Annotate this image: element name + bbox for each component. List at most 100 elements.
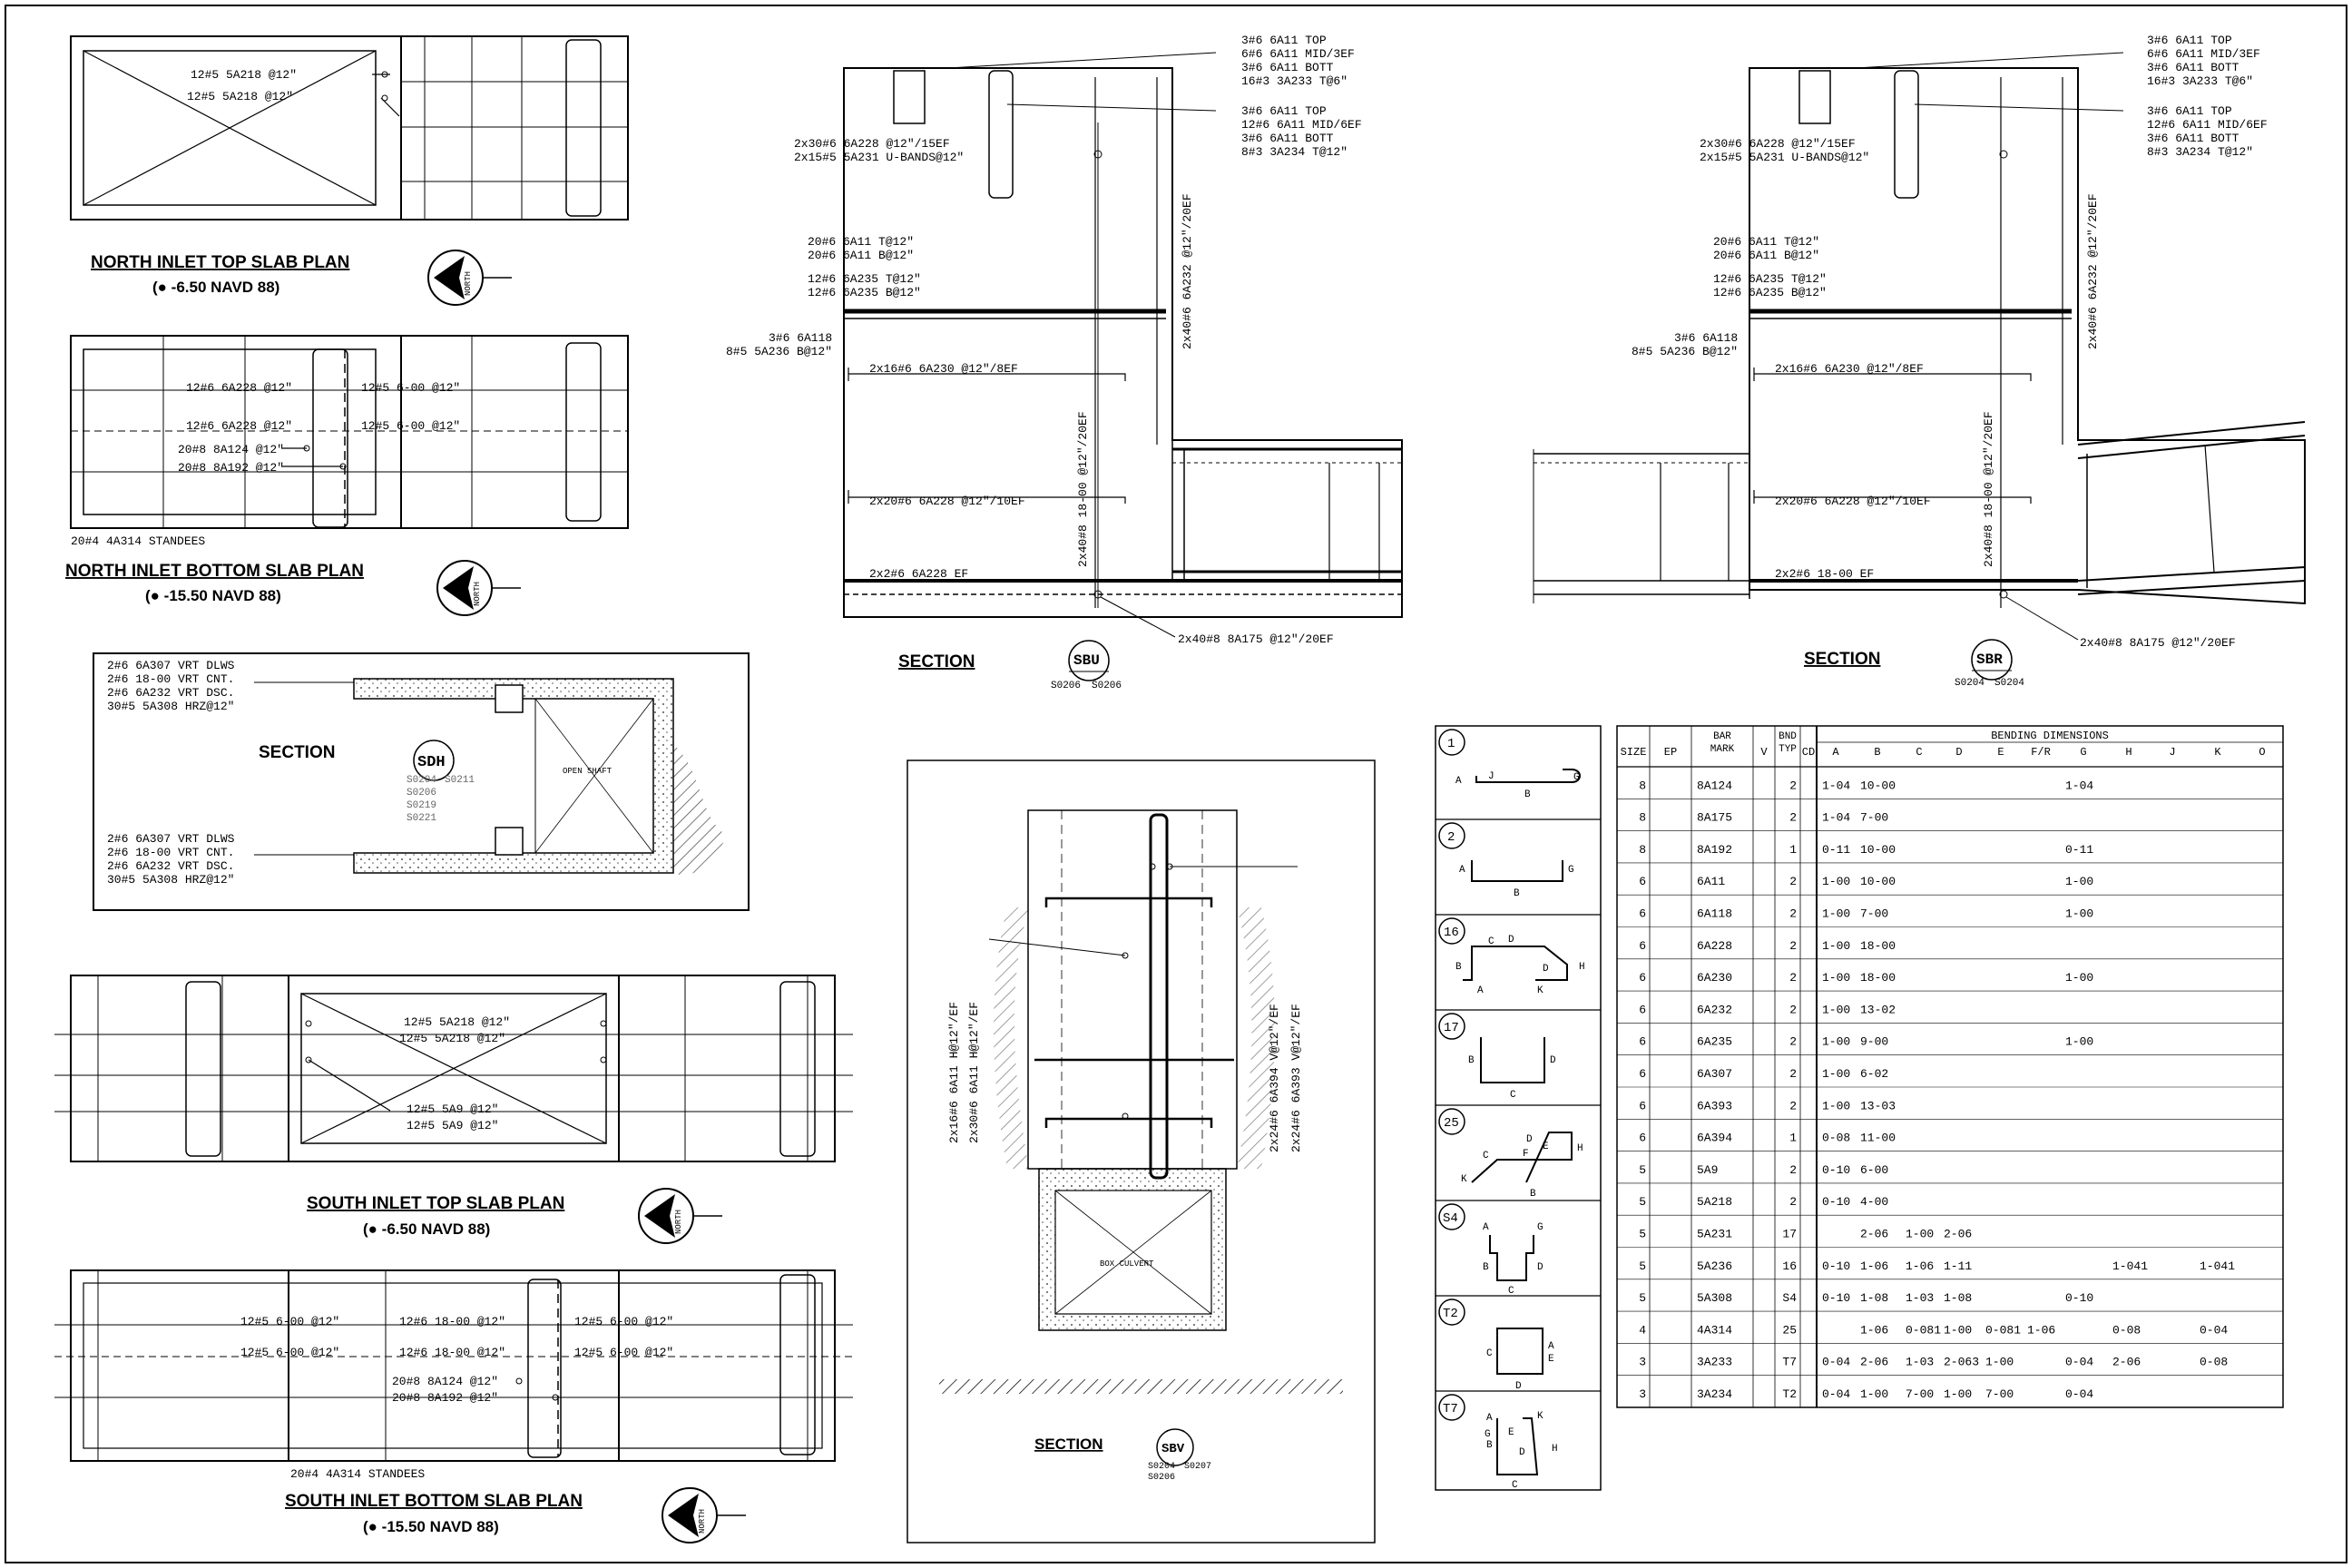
south-top-slab-plan: 12#5 5A218 @12" 12#5 5A218 @12" 12#5 5A9… bbox=[54, 975, 853, 1244]
table-cell: 2 bbox=[1789, 1035, 1797, 1049]
table-cell: 1-00 bbox=[2065, 1035, 2093, 1049]
table-col-header: E bbox=[1997, 746, 2004, 759]
south-bot-callout-1: 12#5 6-00 @12" bbox=[240, 1315, 339, 1328]
table-cell: 0-11 bbox=[1822, 843, 1850, 857]
svg-text:B: B bbox=[1468, 1055, 1475, 1066]
table-cell: 0-081 bbox=[1906, 1323, 1941, 1337]
svg-text:B: B bbox=[1455, 962, 1462, 973]
svg-text:D: D bbox=[1550, 1055, 1556, 1066]
table-cell: 6 bbox=[1639, 1003, 1646, 1016]
sbu-rn-6: 12#6 6A11 MID/6EF bbox=[1241, 118, 1362, 132]
table-cell: 1-00 bbox=[1860, 1387, 1888, 1401]
sbv-ref-3: S0206 bbox=[1148, 1473, 1175, 1483]
north-bottom-slab-plan: 12#6 6A228 @12" 12#5 6-00 @12" 12#6 6A22… bbox=[65, 335, 629, 616]
table-cell: 0-04 bbox=[2200, 1323, 2228, 1337]
table-cell: 6 bbox=[1639, 1132, 1646, 1145]
shape-type-2: 2 ABG bbox=[1438, 822, 1574, 899]
sdh-note-b2: 2#6 18-00 VRT CNT. bbox=[107, 846, 234, 859]
table-cell: 5A236 bbox=[1697, 1259, 1732, 1273]
table-cell: 0-04 bbox=[1822, 1356, 1850, 1369]
table-cell: T7 bbox=[1782, 1356, 1797, 1369]
table-col-header: O bbox=[2259, 746, 2265, 759]
table-cell: 6A235 bbox=[1697, 1035, 1732, 1049]
svg-text:17: 17 bbox=[1444, 1021, 1459, 1035]
svg-text:K: K bbox=[1537, 1411, 1544, 1422]
north-bot-note: 20#4 4A314 STANDEES bbox=[71, 534, 205, 548]
north-bot-callout-3: 12#6 6A228 @12" bbox=[186, 419, 292, 433]
svg-text:G: G bbox=[1485, 1429, 1491, 1440]
table-cell: 1-00 bbox=[1985, 1356, 2014, 1369]
table-cell: 6A230 bbox=[1697, 971, 1732, 985]
svg-text:NORTH: NORTH bbox=[698, 1509, 707, 1534]
sbu-rn-4: 16#3 3A233 T@6" bbox=[1241, 74, 1348, 88]
sdh-shaft-label: OPEN SHAFT bbox=[563, 767, 612, 776]
table-cell: 6A307 bbox=[1697, 1067, 1732, 1081]
sbu-vn-2: 2x40#8 18-00 @12"/20EF bbox=[1076, 411, 1090, 567]
table-cell: 1 bbox=[1789, 843, 1797, 857]
table-cell: 1-041 bbox=[2200, 1259, 2235, 1273]
svg-text:H: H bbox=[1552, 1444, 1558, 1455]
table-cell: 2 bbox=[1789, 1003, 1797, 1016]
svg-text:SBR: SBR bbox=[1976, 652, 2003, 668]
sdh-note-b1: 2#6 6A307 VRT DLWS bbox=[107, 832, 235, 846]
sbr-vn-1: 2x40#6 6A232 @12"/20EF bbox=[2086, 193, 2100, 349]
sbu-rn-1: 3#6 6A11 TOP bbox=[1241, 34, 1327, 47]
sbr-ln-8: 8#5 5A236 B@12" bbox=[1632, 345, 1738, 358]
table-cell: 3A234 bbox=[1697, 1387, 1732, 1401]
sbr-ln-5: 12#6 6A235 T@12" bbox=[1713, 272, 1827, 286]
table-cell: 6 bbox=[1639, 971, 1646, 985]
north-arrow-icon: NORTH bbox=[662, 1487, 746, 1544]
sbu-section-label: SECTION bbox=[898, 652, 975, 671]
svg-text:K: K bbox=[1461, 1174, 1467, 1185]
table-cell: 1-00 bbox=[1944, 1387, 1972, 1401]
svg-text:T2: T2 bbox=[1443, 1307, 1458, 1321]
svg-text:B: B bbox=[1483, 1262, 1489, 1273]
north-arrow-icon: NORTH bbox=[427, 250, 512, 306]
table-col-header: TYP bbox=[1779, 744, 1797, 755]
table-cell: 0-08 bbox=[2112, 1323, 2141, 1337]
svg-text:SBU: SBU bbox=[1073, 652, 1100, 669]
table-cell: 5A218 bbox=[1697, 1195, 1732, 1209]
table-cell: 2 bbox=[1789, 939, 1797, 953]
table-cell: 13-02 bbox=[1860, 1003, 1896, 1016]
svg-text:E: E bbox=[1543, 1142, 1549, 1152]
sbu-rn-7: 3#6 6A11 BOTT bbox=[1241, 132, 1334, 145]
svg-text:G: G bbox=[1568, 865, 1574, 876]
table-cell: 8A175 bbox=[1697, 811, 1732, 825]
table-cell: 6 bbox=[1639, 1067, 1646, 1081]
south-bot-callout-5: 12#6 18-00 @12" bbox=[399, 1346, 505, 1359]
table-cell: 2-06 bbox=[1860, 1356, 1888, 1369]
table-cell: 1-00 bbox=[1822, 971, 1850, 985]
sbr-rn-8: 8#3 3A234 T@12" bbox=[2147, 145, 2253, 159]
sbr-in-3: 2x2#6 18-00 EF bbox=[1775, 567, 1874, 581]
svg-text:D: D bbox=[1519, 1447, 1525, 1458]
table-col-header: B bbox=[1874, 746, 1880, 759]
table-cell: 0-08 bbox=[2200, 1356, 2228, 1369]
table-cell: 5 bbox=[1639, 1163, 1646, 1177]
sbv-ref-1: S0204 bbox=[1148, 1462, 1175, 1472]
sbr-vn-2: 2x40#8 18-00 @12"/20EF bbox=[1982, 411, 1995, 567]
svg-text:T7: T7 bbox=[1443, 1402, 1458, 1416]
table-cell: 1-03 bbox=[1906, 1291, 1934, 1305]
table-cell: 6A394 bbox=[1697, 1132, 1732, 1145]
table-col-header: V bbox=[1760, 746, 1768, 759]
table-cell: 3 bbox=[1639, 1387, 1646, 1401]
sbu-rn-3: 3#6 6A11 BOTT bbox=[1241, 61, 1334, 74]
table-cell: 2 bbox=[1789, 875, 1797, 888]
sbu-ref-2: S0206 bbox=[1092, 681, 1122, 691]
svg-text:J: J bbox=[1488, 771, 1494, 782]
table-cell: 4 bbox=[1639, 1323, 1646, 1337]
table-col-header: CD bbox=[1802, 746, 1815, 759]
sbu-ln-7: 3#6 6A118 bbox=[769, 331, 832, 345]
north-top-callout-1: 12#5 5A218 @12" bbox=[191, 68, 297, 82]
north-arrow-icon: NORTH bbox=[436, 560, 521, 616]
svg-text:D: D bbox=[1537, 1262, 1544, 1273]
sdh-note-b3: 2#6 6A232 VRT DSC. bbox=[107, 859, 234, 873]
table-cell: 0-081 bbox=[1985, 1323, 2021, 1337]
sbv-vn-1: 2x16#6 6A11 H@12"/EF bbox=[947, 1002, 961, 1143]
south-bot-callout-2: 12#6 18-00 @12" bbox=[399, 1315, 505, 1328]
sbu-ref-1: S0206 bbox=[1051, 681, 1081, 691]
